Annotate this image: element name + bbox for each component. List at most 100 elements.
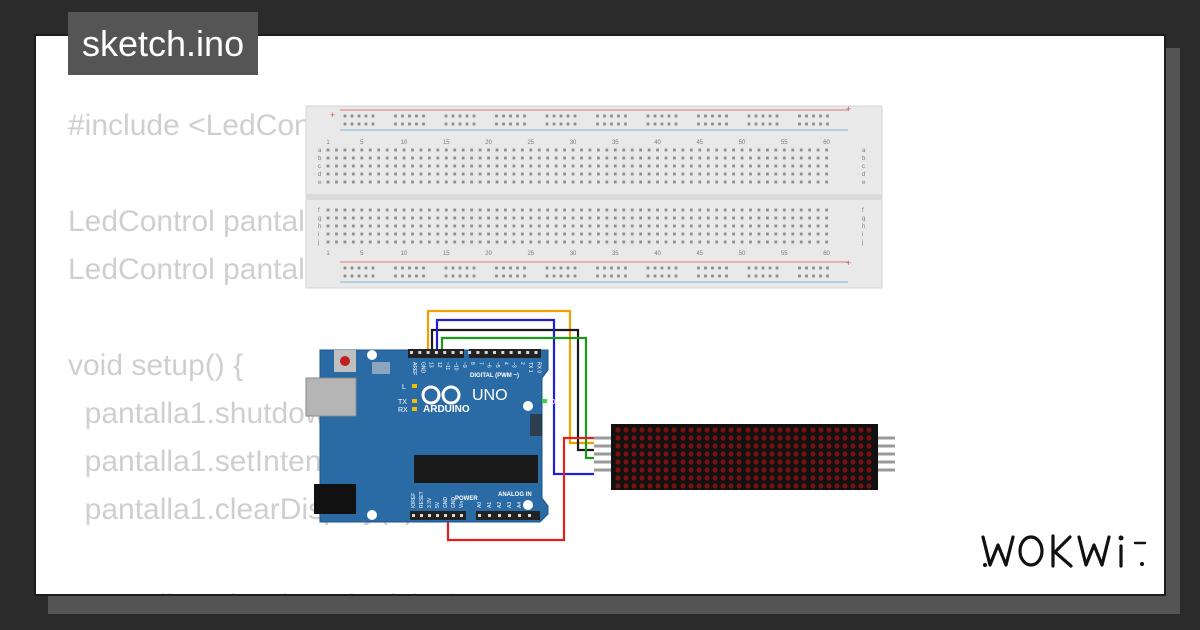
- breadboard-column-number: 45: [696, 140, 703, 146]
- breadboard-row-letter: h: [318, 224, 321, 230]
- mounting-hole: [523, 500, 533, 510]
- arduino-model: UNO: [472, 387, 508, 404]
- usb-port: [305, 377, 357, 417]
- code-line: pantalla1.shutdown(0, false);: [68, 582, 719, 594]
- arduino-pin-label: RX 0: [536, 362, 542, 373]
- arduino-pin-label: 2: [519, 362, 525, 365]
- breadboard-column-number: 15: [443, 251, 450, 257]
- breadboard-column-number: 20: [485, 251, 492, 257]
- arduino-pin-label: 8: [469, 362, 475, 365]
- rx-label: RX: [398, 407, 408, 414]
- led-tx-indicator: [412, 399, 417, 403]
- arduino-pin-label: IOREF: [411, 493, 417, 508]
- breadboard-column-number: 25: [527, 140, 534, 146]
- arduino-pin-label: A4: [517, 502, 523, 508]
- breadboard-row-letter: c: [318, 164, 321, 170]
- arduino-pin-label: A0: [477, 502, 483, 508]
- led-matrix-body: [611, 424, 878, 490]
- breadboard-row-letter: f: [862, 208, 864, 214]
- arduino-pin-label: ~6: [486, 362, 492, 368]
- wires[interactable]: [426, 309, 594, 542]
- breadboard-column-number: 35: [612, 140, 619, 146]
- breadboard-column-number: 25: [527, 251, 534, 257]
- breadboard-column-number: 30: [570, 140, 577, 146]
- mounting-hole: [367, 510, 377, 520]
- arduino-pin-label: ~11: [444, 362, 450, 370]
- wokwi-logo: [981, 534, 1147, 568]
- arduino-pin-label: 12: [436, 362, 442, 368]
- breadboard-column-number: 55: [781, 140, 788, 146]
- breadboard-column-number: 45: [696, 251, 703, 257]
- breadboard-row-letter: d: [862, 172, 865, 178]
- breadboard-column-number: 1: [326, 251, 330, 257]
- reset-button-red: [340, 356, 350, 366]
- filename-tab[interactable]: sketch.ino: [68, 12, 259, 75]
- arduino-pin-label: ~9: [461, 362, 467, 368]
- breadboard-column-number: 30: [570, 251, 577, 257]
- arduino-pin-label: GND: [419, 362, 425, 374]
- breadboard-row-letter: e: [862, 180, 866, 186]
- arduino-pin-label: AREF: [411, 362, 417, 375]
- led-matrix[interactable]: [594, 424, 895, 490]
- arduino-logo-infinity-icon: [421, 385, 461, 405]
- arduino-pin-label: RESET: [419, 491, 425, 508]
- l-label: L: [402, 384, 406, 391]
- breadboard-row-letter: h: [862, 224, 865, 230]
- led-rx-indicator: [412, 407, 417, 411]
- breadboard-row-letter: c: [862, 164, 865, 170]
- arduino-pin-label: 7: [477, 362, 483, 365]
- tx-label: TX: [398, 399, 407, 406]
- wokwi-dot-icon: [983, 563, 987, 567]
- breadboard-row-letter: b: [318, 156, 322, 162]
- breadboard-column-number: 15: [443, 140, 450, 146]
- digital-label: DIGITAL (PWM ~): [470, 373, 519, 379]
- wire-black: [430, 328, 594, 452]
- matrix-input-pins: [594, 436, 611, 472]
- breadboard-column-number: 5: [360, 140, 364, 146]
- breadboard-row-letter: e: [318, 180, 322, 186]
- breadboard-row-letter: i: [318, 232, 319, 238]
- arduino-pin-label: ~3: [511, 362, 517, 368]
- breadboard-row-letter: g: [862, 216, 865, 222]
- breadboard-row-letter: a: [318, 148, 322, 154]
- on-label: ON: [550, 399, 561, 406]
- breadboard-holes: [326, 114, 829, 278]
- analog-label: ANALOG IN: [498, 492, 532, 498]
- arduino-pin-label: GND: [451, 497, 457, 509]
- arduino-pin-label: 13: [428, 362, 434, 368]
- arduino-pin-label: 3.3V: [427, 497, 433, 508]
- icsp-header-right: [530, 414, 542, 436]
- breadboard-column-number: 10: [401, 140, 408, 146]
- arduino-pin-label: Vin: [459, 501, 465, 508]
- wire-red: [446, 436, 594, 542]
- breadboard-column-number: 20: [485, 140, 492, 146]
- mounting-hole: [367, 350, 377, 360]
- led-on-indicator: [542, 399, 547, 403]
- plus-sign-top: +: [846, 104, 851, 114]
- led-l-indicator: [412, 384, 417, 388]
- breadboard-column-number: 60: [823, 140, 830, 146]
- breadboard-column-number: 35: [612, 251, 619, 257]
- arduino-uno-board[interactable]: ARDUINO UNO DIGITAL (PWM ~) POWER ANALOG…: [305, 349, 561, 523]
- breadboard-row-letter: b: [862, 156, 866, 162]
- breadboard-row-letter: a: [862, 148, 866, 154]
- arduino-pin-label: GND: [443, 497, 449, 509]
- breadboard-column-number: 10: [401, 251, 408, 257]
- header-top-right: [469, 349, 541, 358]
- wokwi-dot-icon: [1140, 562, 1144, 566]
- plus-sign-top-left: +: [330, 110, 335, 120]
- wire-blue: [435, 318, 594, 476]
- power-label: POWER: [455, 496, 478, 502]
- matrix-output-pins: [878, 436, 895, 472]
- arduino-pin-label: A3: [507, 502, 513, 508]
- arduino-pin-label: A5: [527, 502, 533, 508]
- breadboard-row-letter: j: [317, 240, 319, 246]
- icsp-header: [372, 362, 390, 374]
- wire-green: [440, 336, 594, 460]
- arduino-pin-label: A2: [497, 502, 503, 508]
